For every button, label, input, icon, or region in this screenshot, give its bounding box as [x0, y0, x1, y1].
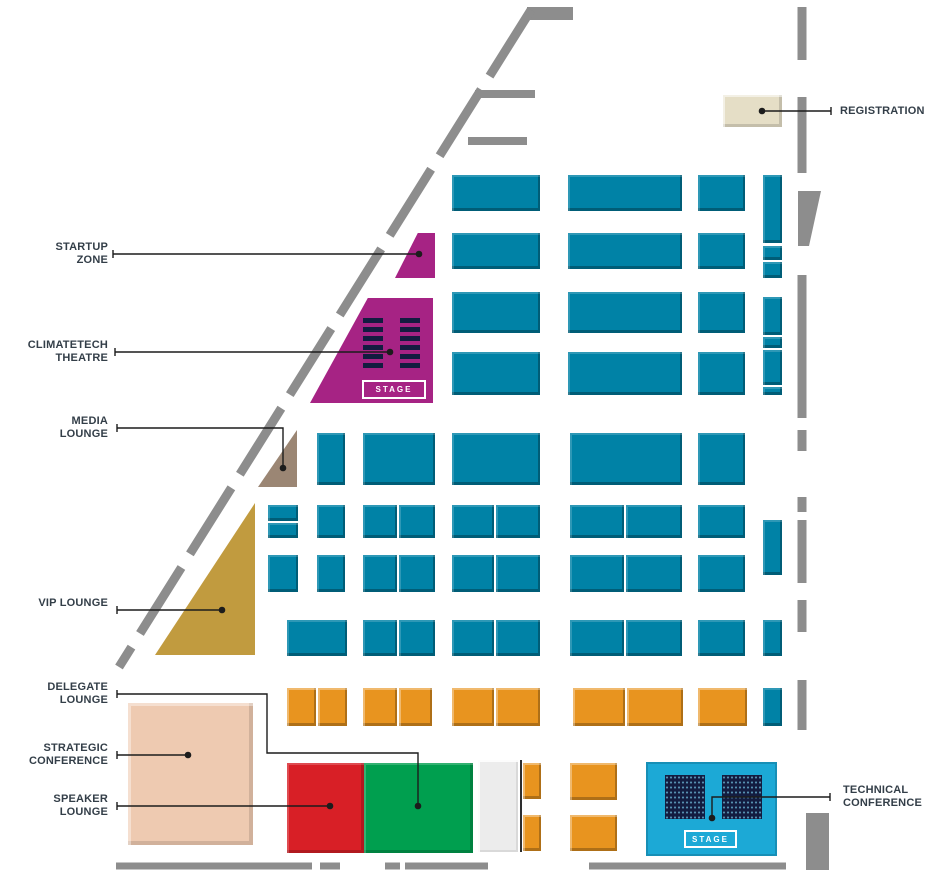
- exhibition-booth[interactable]: [763, 337, 782, 348]
- premium-booth[interactable]: [627, 688, 683, 726]
- exhibition-booth[interactable]: [452, 175, 540, 211]
- exhibition-booth[interactable]: [698, 505, 745, 538]
- delegate-lounge-zone[interactable]: [364, 763, 473, 853]
- leader-startup-zone: [112, 250, 423, 258]
- exhibition-booth[interactable]: [568, 233, 682, 269]
- premium-booth[interactable]: [523, 763, 541, 799]
- partition-line: [520, 760, 522, 852]
- shell-booth[interactable]: [478, 760, 518, 852]
- leader-media-lounge: [116, 424, 287, 472]
- exhibition-booth[interactable]: [568, 352, 682, 395]
- vip-lounge-zone[interactable]: [155, 503, 255, 655]
- exhibition-booth[interactable]: [698, 233, 745, 269]
- exhibition-booth[interactable]: [399, 555, 435, 592]
- exhibition-booth[interactable]: [317, 505, 345, 538]
- exhibition-booth[interactable]: [568, 175, 682, 211]
- exhibition-booth[interactable]: [452, 505, 494, 538]
- speaker-lounge-label: SPEAKER LOUNGE: [53, 793, 108, 818]
- media-lounge-label: MEDIA LOUNGE: [59, 415, 108, 440]
- registration-zone[interactable]: [723, 95, 782, 127]
- theatre-seating: [400, 318, 420, 369]
- exhibition-booth[interactable]: [452, 292, 540, 333]
- exhibition-booth[interactable]: [763, 620, 782, 656]
- exhibition-booth[interactable]: [626, 620, 682, 656]
- exhibition-booth[interactable]: [763, 350, 782, 385]
- exhibition-booth[interactable]: [698, 292, 745, 333]
- exhibition-booth[interactable]: [698, 555, 745, 592]
- exhibition-booth[interactable]: [698, 352, 745, 395]
- technical-conference-zone[interactable]: STAGE: [646, 762, 777, 856]
- registration-label: REGISTRATION: [840, 105, 925, 117]
- climatetech-theatre-label: CLIMATETECH THEATRE: [27, 339, 108, 364]
- exhibition-booth[interactable]: [452, 233, 540, 269]
- exhibition-booth[interactable]: [399, 505, 435, 538]
- exhibition-booth[interactable]: [452, 352, 540, 395]
- delegate-lounge-label: DELEGATE LOUNGE: [47, 681, 108, 706]
- premium-booth[interactable]: [363, 688, 397, 726]
- exhibition-booth[interactable]: [570, 555, 624, 592]
- exhibition-booth[interactable]: [452, 433, 540, 485]
- exhibition-booth[interactable]: [763, 246, 782, 260]
- exhibition-booth[interactable]: [570, 620, 624, 656]
- exhibition-booth[interactable]: [698, 433, 745, 485]
- premium-booth[interactable]: [318, 688, 347, 726]
- exhibition-booth[interactable]: [268, 523, 298, 538]
- technical-conference-label: TECHNICAL CONFERENCE: [843, 784, 923, 809]
- strategic-conference-label: STRATEGIC CONFERENCE: [28, 742, 108, 767]
- exhibition-booth[interactable]: [763, 262, 782, 278]
- climatetech-theatre-zone[interactable]: STAGE: [310, 298, 433, 403]
- exhibition-booth[interactable]: [452, 555, 494, 592]
- exhibition-booth[interactable]: [570, 505, 624, 538]
- exhibition-booth[interactable]: [763, 688, 782, 726]
- premium-booth[interactable]: [573, 688, 625, 726]
- exhibition-booth[interactable]: [763, 175, 782, 243]
- exhibition-booth[interactable]: [626, 505, 682, 538]
- vip-lounge-label: VIP LOUNGE: [38, 597, 108, 609]
- theatre-seating: [363, 318, 383, 369]
- premium-booth[interactable]: [496, 688, 540, 726]
- premium-booth[interactable]: [570, 815, 617, 851]
- exhibition-booth[interactable]: [570, 433, 682, 485]
- exhibition-booth[interactable]: [698, 175, 745, 211]
- exhibition-booth[interactable]: [317, 433, 345, 485]
- exhibition-booth[interactable]: [317, 555, 345, 592]
- premium-booth[interactable]: [452, 688, 494, 726]
- exhibition-booth[interactable]: [452, 620, 494, 656]
- exhibition-booth[interactable]: [399, 620, 435, 656]
- exhibition-booth[interactable]: [268, 505, 298, 521]
- premium-booth[interactable]: [399, 688, 432, 726]
- exhibition-booth[interactable]: [698, 620, 745, 656]
- exhibition-booth[interactable]: [287, 620, 347, 656]
- exhibition-booth[interactable]: [763, 520, 782, 575]
- startup-zone[interactable]: [395, 233, 435, 278]
- exhibition-booth[interactable]: [568, 292, 682, 333]
- technical-stage: STAGE: [684, 830, 737, 848]
- premium-booth[interactable]: [698, 688, 747, 726]
- premium-booth[interactable]: [287, 688, 316, 726]
- exhibition-booth[interactable]: [363, 620, 397, 656]
- exhibition-booth[interactable]: [496, 555, 540, 592]
- corner-wall-block: [806, 813, 829, 870]
- exhibition-booth[interactable]: [496, 505, 540, 538]
- climatetech-stage: STAGE: [362, 380, 426, 399]
- conference-seating: [665, 775, 705, 819]
- exhibition-booth[interactable]: [626, 555, 682, 592]
- exhibition-booth[interactable]: [363, 505, 397, 538]
- media-lounge-zone[interactable]: [258, 430, 297, 487]
- exhibition-booth[interactable]: [363, 433, 435, 485]
- exhibition-booth[interactable]: [763, 297, 782, 335]
- exhibition-booth[interactable]: [363, 555, 397, 592]
- conference-seating: [722, 775, 762, 819]
- speaker-lounge-zone[interactable]: [287, 763, 364, 853]
- premium-booth[interactable]: [523, 815, 541, 851]
- premium-booth[interactable]: [570, 763, 617, 800]
- exhibition-booth[interactable]: [268, 555, 298, 592]
- exhibition-booth[interactable]: [763, 387, 782, 395]
- exhibition-booth[interactable]: [496, 620, 540, 656]
- startup-zone-label: STARTUP ZONE: [55, 241, 108, 266]
- strategic-conference-zone[interactable]: [128, 703, 253, 845]
